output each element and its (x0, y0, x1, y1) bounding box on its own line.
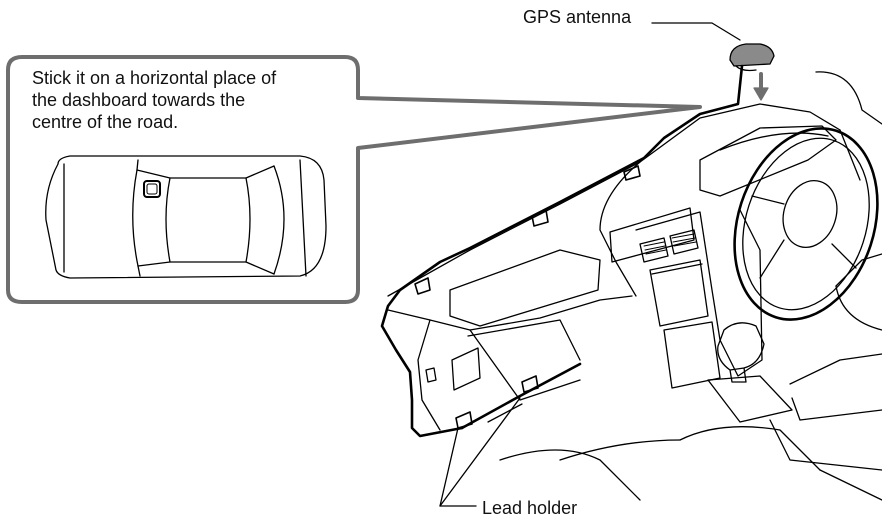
callout-box (6, 55, 702, 304)
lead-holder-cable (455, 362, 582, 430)
lead-holder-leaders (439, 397, 521, 507)
callout-instruction: Stick it on a horizontal place of the da… (32, 67, 362, 133)
callout-line: the dashboard towards the (32, 90, 246, 110)
center-console (635, 209, 763, 389)
dashboard (387, 103, 861, 431)
gps-antenna-icon (729, 43, 775, 72)
glove-box (425, 319, 581, 391)
gear-shift (707, 322, 793, 423)
right-panel (815, 71, 882, 331)
callout-line: centre of the road. (32, 112, 179, 132)
seats (499, 353, 882, 501)
cable-clips (414, 165, 641, 295)
car-top-view (45, 155, 327, 279)
gps-antenna-leader (651, 22, 741, 41)
gps-antenna-label: GPS antenna (523, 7, 632, 27)
callout-line: Stick it on a horizontal place of (32, 68, 277, 88)
placement-arrow-icon (753, 72, 769, 101)
lead-holder-label: Lead holder (482, 498, 578, 518)
steering-wheel (733, 127, 879, 321)
